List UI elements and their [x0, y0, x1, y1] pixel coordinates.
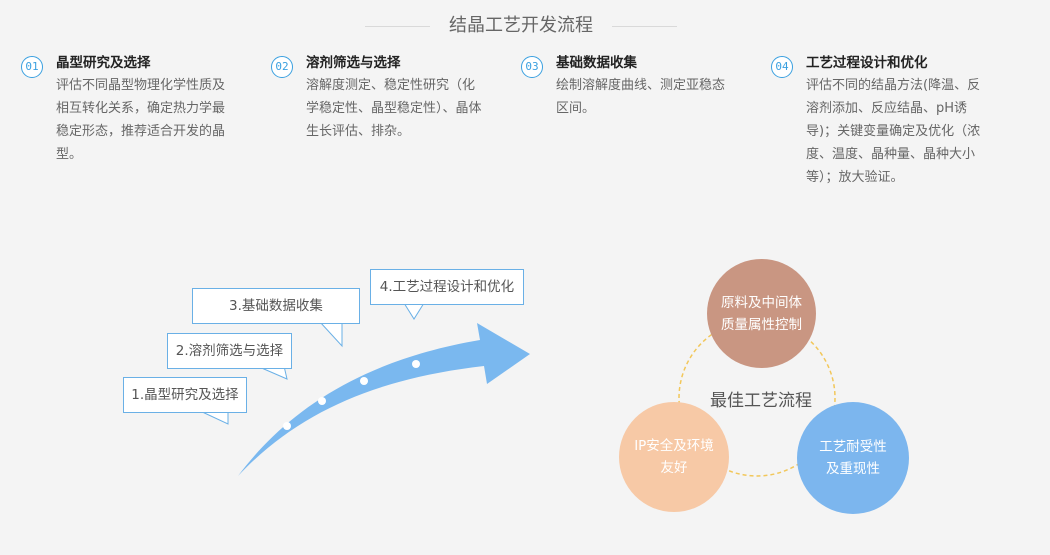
progress-arrow-icon	[238, 323, 530, 476]
callout-tail	[319, 321, 343, 348]
step-description: 评估不同的结晶方法(降温、反溶剂添加、反应结晶、pH诱导)；关键变量确定及优化（…	[806, 78, 981, 185]
cycle-node-label: 原料及中间体质量属性控制	[721, 294, 802, 333]
title-divider-left	[365, 26, 430, 27]
callout-4: 4.工艺过程设计和优化	[370, 269, 524, 305]
step-heading: 溶剂筛选与选择	[306, 55, 401, 71]
callout-tail	[403, 302, 425, 320]
arrow-dot	[283, 422, 291, 430]
step-number-badge: 01	[21, 56, 43, 78]
callout-1: 1.晶型研究及选择	[123, 377, 247, 413]
cycle-node-right: 工艺耐受性及重现性	[797, 402, 909, 514]
title-bar: 结晶工艺开发流程	[0, 12, 1050, 42]
step-number-badge: 03	[521, 56, 543, 78]
cycle-node-label: 工艺耐受性及重现性	[819, 439, 887, 477]
cycle-center-label: 最佳工艺流程	[710, 391, 812, 411]
callout-tail	[256, 365, 288, 380]
step-1: 01 晶型研究及选择 评估不同晶型物理化学性质及相互转化关系，确定热力学最稳定形…	[21, 52, 236, 166]
step-description: 评估不同晶型物理化学性质及相互转化关系，确定热力学最稳定形态，推荐适合开发的晶型…	[56, 78, 226, 162]
step-heading: 晶型研究及选择	[56, 55, 151, 71]
step-3: 03 基础数据收集 绘制溶解度曲线、测定亚稳态区间。	[521, 52, 736, 120]
arrow-dot	[318, 397, 326, 405]
cycle-node-label: IP安全及环境友好	[634, 438, 714, 476]
step-number-badge: 04	[771, 56, 793, 78]
callout-3: 3.基础数据收集	[192, 288, 360, 324]
arrow-dot	[412, 360, 420, 368]
step-description: 溶解度测定、稳定性研究（化学稳定性、晶型稳定性）、晶体生长评估、排杂。	[306, 78, 482, 139]
callout-2: 2.溶剂筛选与选择	[167, 333, 292, 369]
step-number-badge: 02	[271, 56, 293, 78]
step-heading: 基础数据收集	[556, 55, 637, 71]
step-heading: 工艺过程设计和优化	[806, 55, 928, 71]
arrow-dot	[360, 377, 368, 385]
page-title: 结晶工艺开发流程	[449, 15, 593, 36]
step-description: 绘制溶解度曲线、测定亚稳态区间。	[556, 78, 726, 116]
callout-tail	[197, 409, 229, 425]
step-2: 02 溶剂筛选与选择 溶解度测定、稳定性研究（化学稳定性、晶型稳定性）、晶体生长…	[271, 52, 486, 143]
step-4: 04 工艺过程设计和优化 评估不同的结晶方法(降温、反溶剂添加、反应结晶、pH诱…	[771, 52, 986, 189]
cycle-node-top: 原料及中间体质量属性控制	[707, 259, 816, 368]
cycle-node-left: IP安全及环境友好	[619, 402, 729, 512]
title-divider-right	[612, 26, 677, 27]
